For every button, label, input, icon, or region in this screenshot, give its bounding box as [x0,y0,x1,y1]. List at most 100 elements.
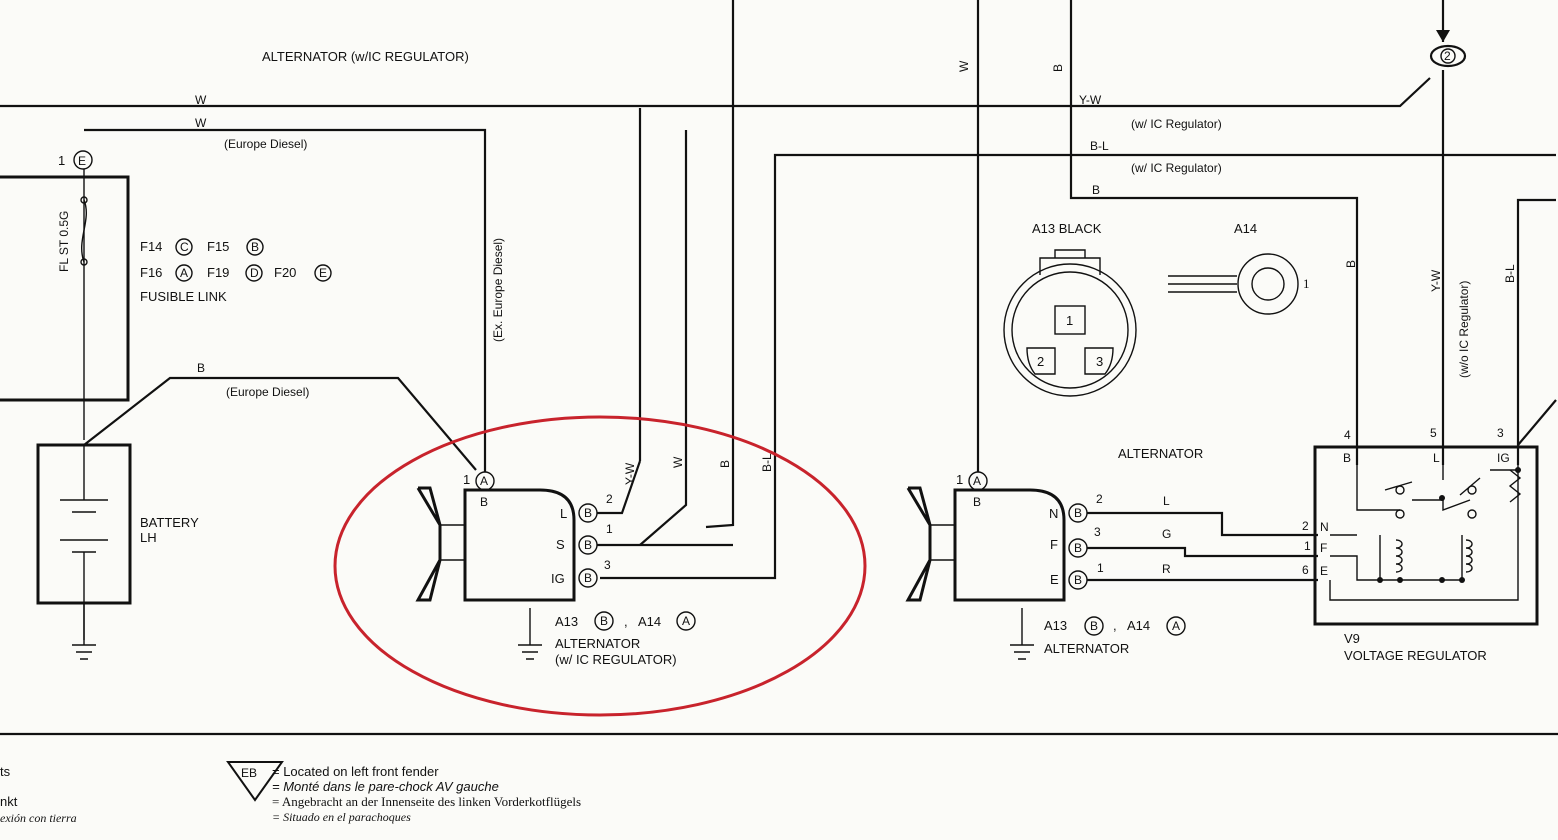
alt2-conn-n: B [1074,506,1082,520]
reg-pin-3: 3 [1497,426,1504,440]
a13-pin-1: 1 [1066,313,1073,328]
reg-term-e: E [1320,564,1328,578]
alt1-ref-a13-code: B [600,614,608,628]
fl-row2-b: F19 [207,265,229,280]
alt1-pin-a-num: 1 [463,472,470,487]
wire-b-right [1069,0,1359,465]
label-europe-diesel-2: (Europe Diesel) [226,385,309,399]
alt2-ref-sep: , [1113,618,1117,633]
legend-left-2: nkt [0,794,18,809]
alternator-ic: A 1 B L B S B IG B 2 1 3 A13 B , A14 A A… [415,460,733,667]
alt1-conn-l: B [584,506,592,520]
alt2-term-f: F [1050,537,1058,552]
reg-term-ig: IG [1497,451,1510,465]
reg-name: VOLTAGE REGULATOR [1344,648,1487,663]
coil-2 [1465,539,1473,573]
label-yw-right: Y-W [1079,93,1102,107]
legend-symbol: EB [241,766,257,780]
a13-pin-3: 3 [1096,354,1103,369]
wire-w-second [84,128,487,472]
marker-2-label: 2 [1444,49,1451,63]
fl-row2-c-code: E [319,266,327,280]
legend-es: = Situado en el parachoques [272,810,411,824]
label-b-battery: B [197,361,205,375]
reg-pin-6: 6 [1302,563,1309,577]
connector-marker-2: 2 [1429,0,1467,68]
label-w-vertical-mid: W [957,60,971,72]
alternator-std: ALTERNATOR A 1 B N B F B E B 2 3 1 L G R… [905,446,1318,660]
label-b-right: B [1092,183,1100,197]
alt1-name-2: (w/ IC REGULATOR) [555,652,677,667]
connector-a13: A13 BLACK 1 2 3 [1003,221,1137,397]
label-bl-vertical: B-L [1503,264,1517,283]
legend-left-3: exión con tierra [0,811,77,825]
alt1-term-l: L [560,506,567,521]
label-b-vertical-right: B [1344,260,1358,268]
reg-code: V9 [1344,631,1360,646]
ground-point-symbol [226,761,284,802]
label-g-wire: G [1162,527,1171,541]
a13-pin-2: 2 [1037,354,1044,369]
alt1-term-s: S [556,537,565,552]
battery: B (Europe Diesel) BATTERY LH [36,361,477,660]
label-wo-ic-reg: (w/o IC Regulator) [1457,281,1471,378]
a14-pin-1: 1 [1303,276,1310,291]
alt1-conn-ig: B [584,571,592,585]
section-title: ALTERNATOR (w/IC REGULATOR) [262,49,469,64]
resistor [1508,469,1522,503]
reg-term-b: B [1343,451,1351,465]
alt2-ref-a13: A13 [1044,618,1067,633]
alt1-ref-a14: A14 [638,614,661,629]
fusible-link: E 1 FL ST 0.5G F14 C F15 B F16 A F19 D F… [0,150,332,440]
alt2-title: ALTERNATOR [1118,446,1203,461]
fusible-link-rating: FL ST 0.5G [57,211,71,272]
reg-pin-4: 4 [1344,428,1351,442]
alt1-terminal-b: B [480,495,488,509]
label-b-vertical-mid: B [1051,64,1065,72]
legend-en: = Located on left front fender [272,764,439,779]
label-w-top: W [195,93,207,107]
alt2-ref-a13-code: B [1090,619,1098,633]
fl-row2-a: F16 [140,265,162,280]
top-wires [0,0,1557,580]
wire-bl-main [600,153,1556,580]
alt1-pin-ig: 3 [604,558,611,572]
label-w-ic-reg-2: (w/ IC Regulator) [1131,161,1222,175]
alt2-conn-e: B [1074,573,1082,587]
alt2-pin-n: 2 [1096,492,1103,506]
voltage-regulator: 4 5 3 B L IG 2 1 6 N F E V9 VOLTAGE REGU… [1302,426,1539,663]
legend: ts nkt exión con tierra EB = Located on … [0,761,581,825]
fusible-link-pin: 1 [58,153,65,168]
wire-g [1087,546,1318,558]
alt2-ref-a14: A14 [1127,618,1150,633]
reg-term-f: F [1320,541,1327,555]
alt2-ref-a14-code: A [1172,619,1180,633]
wire-l [1087,511,1318,537]
alt2-terminal-b: B [973,495,981,509]
label-w-ic-reg-1: (w/ IC Regulator) [1131,117,1222,131]
reg-pin-1: 1 [1304,539,1311,553]
alt2-pin-e: 1 [1097,561,1104,575]
label-bl-right: B-L [1090,139,1109,153]
alt1-ref-a14-code: A [682,614,690,628]
connector-e-circle [73,150,93,170]
wire-b-battery [83,376,477,471]
fl-row2-b-code: D [250,266,259,280]
alt2-pin-a: A [973,474,981,488]
alt1-pin-s: 1 [606,522,613,536]
label-w-second: W [195,116,207,130]
alt1-term-ig: IG [551,571,565,586]
fl-row2-a-code: A [180,266,188,280]
wire-b-alt1 [705,0,735,529]
alt1-ref-sep: , [624,614,628,629]
legend-de: = Angebracht an der Innenseite des linke… [272,794,581,809]
a14-title: A14 [1234,221,1257,236]
reg-pin-5: 5 [1430,426,1437,440]
fl-row1-a-code: C [180,240,189,254]
alt1-name-1: ALTERNATOR [555,636,640,651]
legend-left-1: ts [0,764,11,779]
label-l-wire: L [1163,494,1170,508]
alt1-conn-s: B [584,538,592,552]
fl-row1-b-code: B [251,240,259,254]
